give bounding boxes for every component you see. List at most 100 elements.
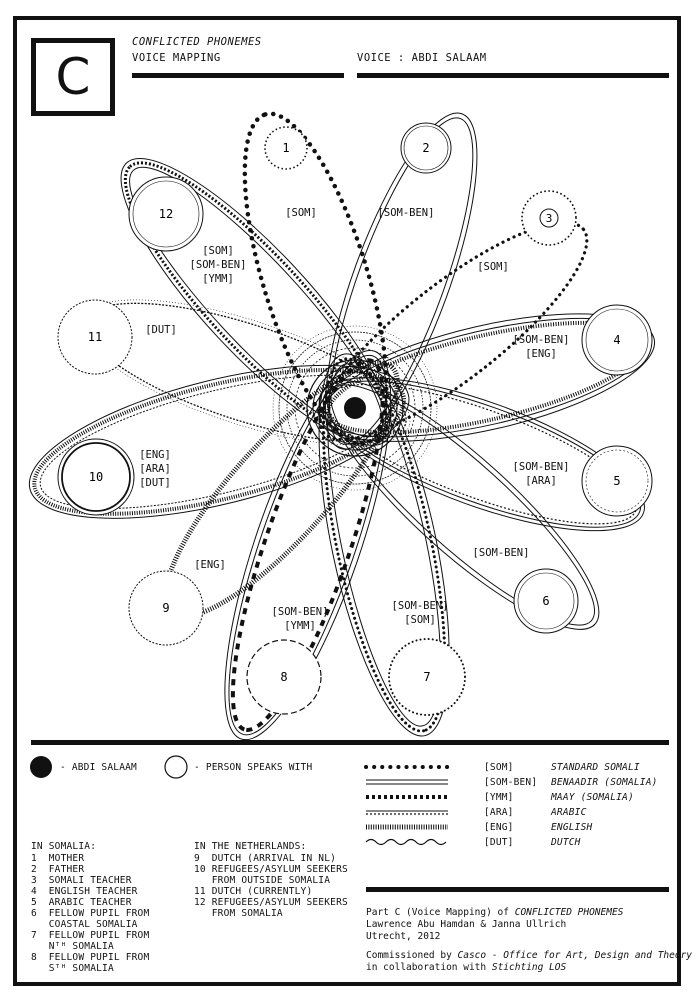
petal-4-label-a: [SOM-BEN] (513, 334, 570, 346)
node-9: 9 (128, 570, 204, 646)
code-dut: [DUT] (484, 837, 514, 848)
petal-2-label: [SOM-BEN] (378, 207, 435, 219)
lang-som: STANDARD SOMALI (551, 762, 640, 773)
credits-collab: in collaboration with Stichting LOS (366, 962, 566, 974)
abdi-salaam-node (344, 397, 366, 419)
somalia-item: 3 SOMALI TEACHER (31, 875, 132, 886)
somalia-heading: IN SOMALIA: (31, 841, 97, 852)
node-8: 8 (246, 639, 322, 715)
code-eng: [ENG] (484, 822, 514, 833)
lang-eng: ENGLISH (551, 822, 593, 833)
somalia-item: 8 FELLOW PUPIL FROM (31, 952, 150, 963)
node-7-label: 7 (423, 670, 430, 684)
somalia-item: 1 MOTHER (31, 853, 85, 864)
node-2-label: 2 (422, 141, 429, 155)
node-12: 12 (128, 176, 204, 252)
somalia-item: COASTAL SOMALIA (31, 919, 138, 930)
lang-som-ben: BENAADIR (SOMALIA) (551, 777, 658, 788)
node-9-label: 9 (162, 601, 169, 615)
project-title: CONFLICTED PHONEMES (132, 36, 262, 48)
node-11: 11 (57, 299, 133, 375)
petal-3-label: [SOM] (477, 261, 509, 273)
petal-4-label-b: [ENG] (525, 348, 557, 360)
petal-10-label-c: [DUT] (139, 477, 171, 489)
petal-9-label: [ENG] (194, 559, 226, 571)
credits-place-date: Utrecht, 2012 (366, 931, 441, 942)
lang-dut: DUTCH (551, 837, 581, 848)
credits-commissioned-by: Commissioned by (366, 950, 458, 961)
voice-map-diagram: 1 2 3 4 5 6 7 (28, 111, 656, 740)
netherlands-item: 9 DUTCH (ARRIVAL IN NL) (194, 853, 337, 864)
petal-10-label-b: [ARA] (139, 463, 171, 475)
petal-12-label-b: [SOM-BEN] (190, 259, 247, 271)
node-2: 2 (400, 122, 452, 174)
credits-authors: Lawrence Abu Hamdan & Janna Ullrich (366, 919, 567, 930)
somalia-item: Nᵀᴴ SOMALIA (31, 941, 114, 952)
netherlands-item: 10 REFUGEES/ASYLUM SEEKERS (194, 864, 348, 875)
netherlands-item: 12 REFUGEES/ASYLUM SEEKERS (194, 897, 348, 908)
node-4: 4 (581, 304, 653, 376)
petal-11-label: [DUT] (145, 324, 177, 336)
somalia-item: 5 ARABIC TEACHER (31, 897, 132, 908)
petal-8 (224, 350, 392, 740)
netherlands-heading: IN THE NETHERLANDS: (194, 841, 307, 852)
node-10-label: 10 (89, 470, 103, 484)
credits-part: Part C (Voice Mapping) of (366, 907, 515, 918)
netherlands-item: FROM SOMALIA (194, 908, 283, 919)
netherlands-item: FROM OUTSIDE SOMALIA (194, 875, 331, 886)
poster-frame (13, 16, 681, 986)
part-letter: C (55, 48, 91, 106)
petal-7 (318, 353, 450, 737)
node-5-label: 5 (613, 474, 620, 488)
somalia-item: Sᵀᴴ SOMALIA (31, 963, 114, 974)
node-4-label: 4 (613, 333, 620, 347)
petal-7-label-a: [SOM-BEN] (392, 600, 449, 612)
credits-collab-text: in collaboration with (366, 962, 492, 973)
node-1-label: 1 (282, 141, 289, 155)
petal-12 (120, 158, 392, 446)
node-12-label: 12 (159, 207, 173, 221)
credits-stichting: Stichting LOS (491, 962, 567, 973)
petal-5-label-b: [ARA] (525, 475, 557, 487)
petal-6-label: [SOM-BEN] (473, 547, 530, 559)
petal-10-label-a: [ENG] (139, 449, 171, 461)
petal-8-label-a: [SOM-BEN] (272, 606, 329, 618)
petal-10-multi (28, 364, 410, 519)
legend-rule (31, 740, 669, 745)
legend-symbols (30, 755, 450, 846)
node-6-label: 6 (542, 594, 549, 608)
credits-commission: Commissioned by Casco - Office for Art, … (366, 950, 692, 962)
petal-12-label-c: [YMM] (202, 273, 234, 285)
somalia-item: 4 ENGLISH TEACHER (31, 886, 138, 897)
legend-person-text: - PERSON SPEAKS WITH (194, 762, 313, 773)
code-som-ben: [SOM-BEN] (484, 777, 538, 788)
petal-8-label-b: [YMM] (284, 620, 316, 632)
petal-5-label-a: [SOM-BEN] (513, 461, 570, 473)
header-rule-left (132, 73, 344, 78)
legend-abdi-dot (30, 756, 52, 778)
code-ymm: [YMM] (484, 792, 514, 803)
node-11-label: 11 (88, 330, 102, 344)
center-rings (272, 325, 438, 491)
voice-label: VOICE : ABDI SALAAM (357, 52, 487, 64)
petal-7-label-b: [SOM] (404, 614, 436, 626)
section-title: VOICE MAPPING (132, 52, 221, 64)
petal-1 (242, 111, 389, 447)
credits-rule (366, 887, 669, 892)
somalia-item: 2 FATHER (31, 864, 85, 875)
header-rule-right (357, 73, 669, 78)
lang-ara: ARABIC (551, 807, 587, 818)
node-3-label: 3 (546, 212, 553, 225)
node-7: 7 (388, 638, 466, 716)
petal-1-label: [SOM] (285, 207, 317, 219)
legend-person-circle (164, 755, 188, 779)
line-sample-dut (365, 838, 447, 846)
part-letter-box: C (31, 38, 115, 116)
node-5: 5 (581, 445, 653, 517)
node-8-label: 8 (280, 670, 287, 684)
node-1: 1 (264, 126, 308, 170)
code-som: [SOM] (484, 762, 514, 773)
credits-project: CONFLICTED PHONEMES (514, 907, 624, 918)
node-3: 3 (521, 190, 577, 246)
